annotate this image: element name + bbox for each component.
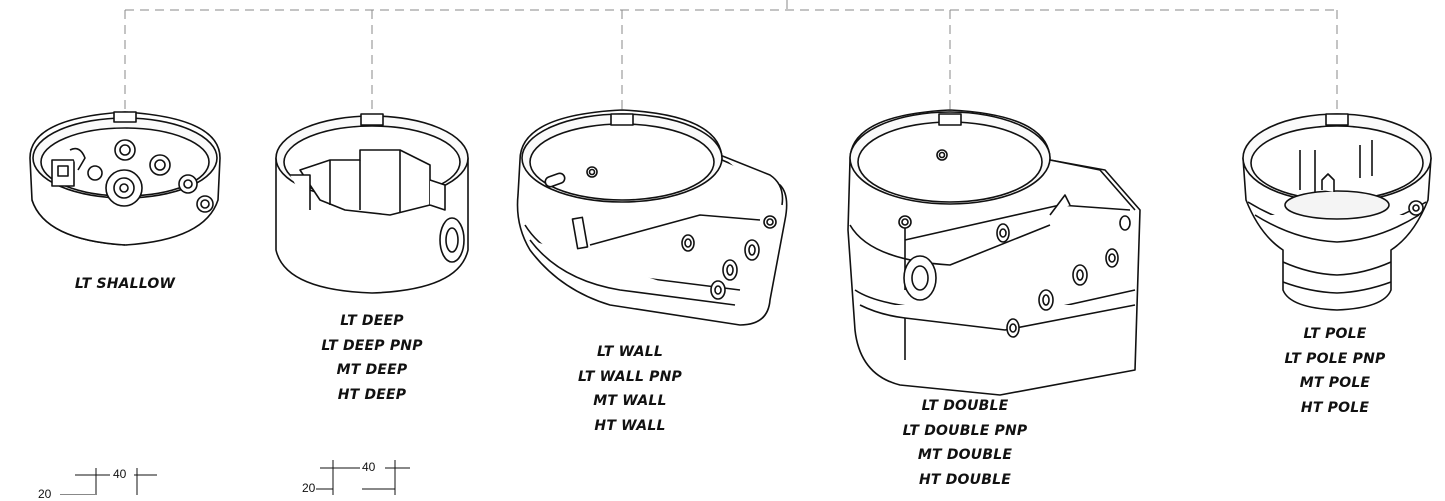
label-line: LT DEEP PNP — [321, 337, 423, 354]
label-line: MT POLE — [1299, 375, 1371, 391]
label-line: HT WALL — [594, 417, 666, 434]
dim-left-width-line — [75, 468, 157, 495]
lt-deep-box-drawing — [275, 113, 469, 294]
label-line: MT WALL — [593, 393, 667, 409]
lt-shallow-box-drawing — [29, 111, 221, 246]
dim-right-width-line — [320, 460, 410, 495]
label-line: LT POLE PNP — [1284, 350, 1386, 367]
lt-double-box-drawing — [847, 109, 1141, 396]
label-lt-deep: LT DEEP LT DEEP PNP MT DEEP HT DEEP — [292, 309, 452, 407]
label-line: LT DOUBLE PNP — [902, 422, 1028, 439]
label-lt-shallow: LT SHALLOW — [45, 272, 205, 297]
label-line: HT DOUBLE — [919, 471, 1011, 488]
dimension-lines — [60, 460, 410, 495]
label-line: MT DEEP — [336, 362, 408, 378]
label-line: LT WALL PNP — [578, 368, 682, 385]
label-line: HT DEEP — [337, 386, 407, 403]
dim-left-width: 40 — [113, 467, 127, 481]
label-lt-pole: LT POLE LT POLE PNP MT POLE HT POLE — [1245, 322, 1425, 420]
dim-left-offset: 20 — [38, 487, 52, 501]
label-lt-double: LT DOUBLE LT DOUBLE PNP MT DOUBLE HT DOU… — [875, 394, 1055, 492]
dim-right-offset: 20 — [302, 481, 316, 495]
label-line: MT DOUBLE — [917, 447, 1013, 463]
label-line: LT DOUBLE — [921, 398, 1009, 414]
label-line: LT DEEP — [340, 313, 404, 329]
label-line: LT SHALLOW — [74, 276, 176, 292]
label-lt-wall: LT WALL LT WALL PNP MT WALL HT WALL — [550, 340, 710, 438]
label-line: LT POLE — [1303, 326, 1367, 342]
lt-wall-box-drawing — [516, 109, 788, 326]
lt-pole-box-drawing — [1242, 113, 1432, 311]
label-line: HT POLE — [1300, 399, 1370, 416]
leader-lines — [124, 0, 1338, 112]
label-line: LT WALL — [596, 344, 664, 360]
dim-right-width: 40 — [362, 460, 376, 474]
